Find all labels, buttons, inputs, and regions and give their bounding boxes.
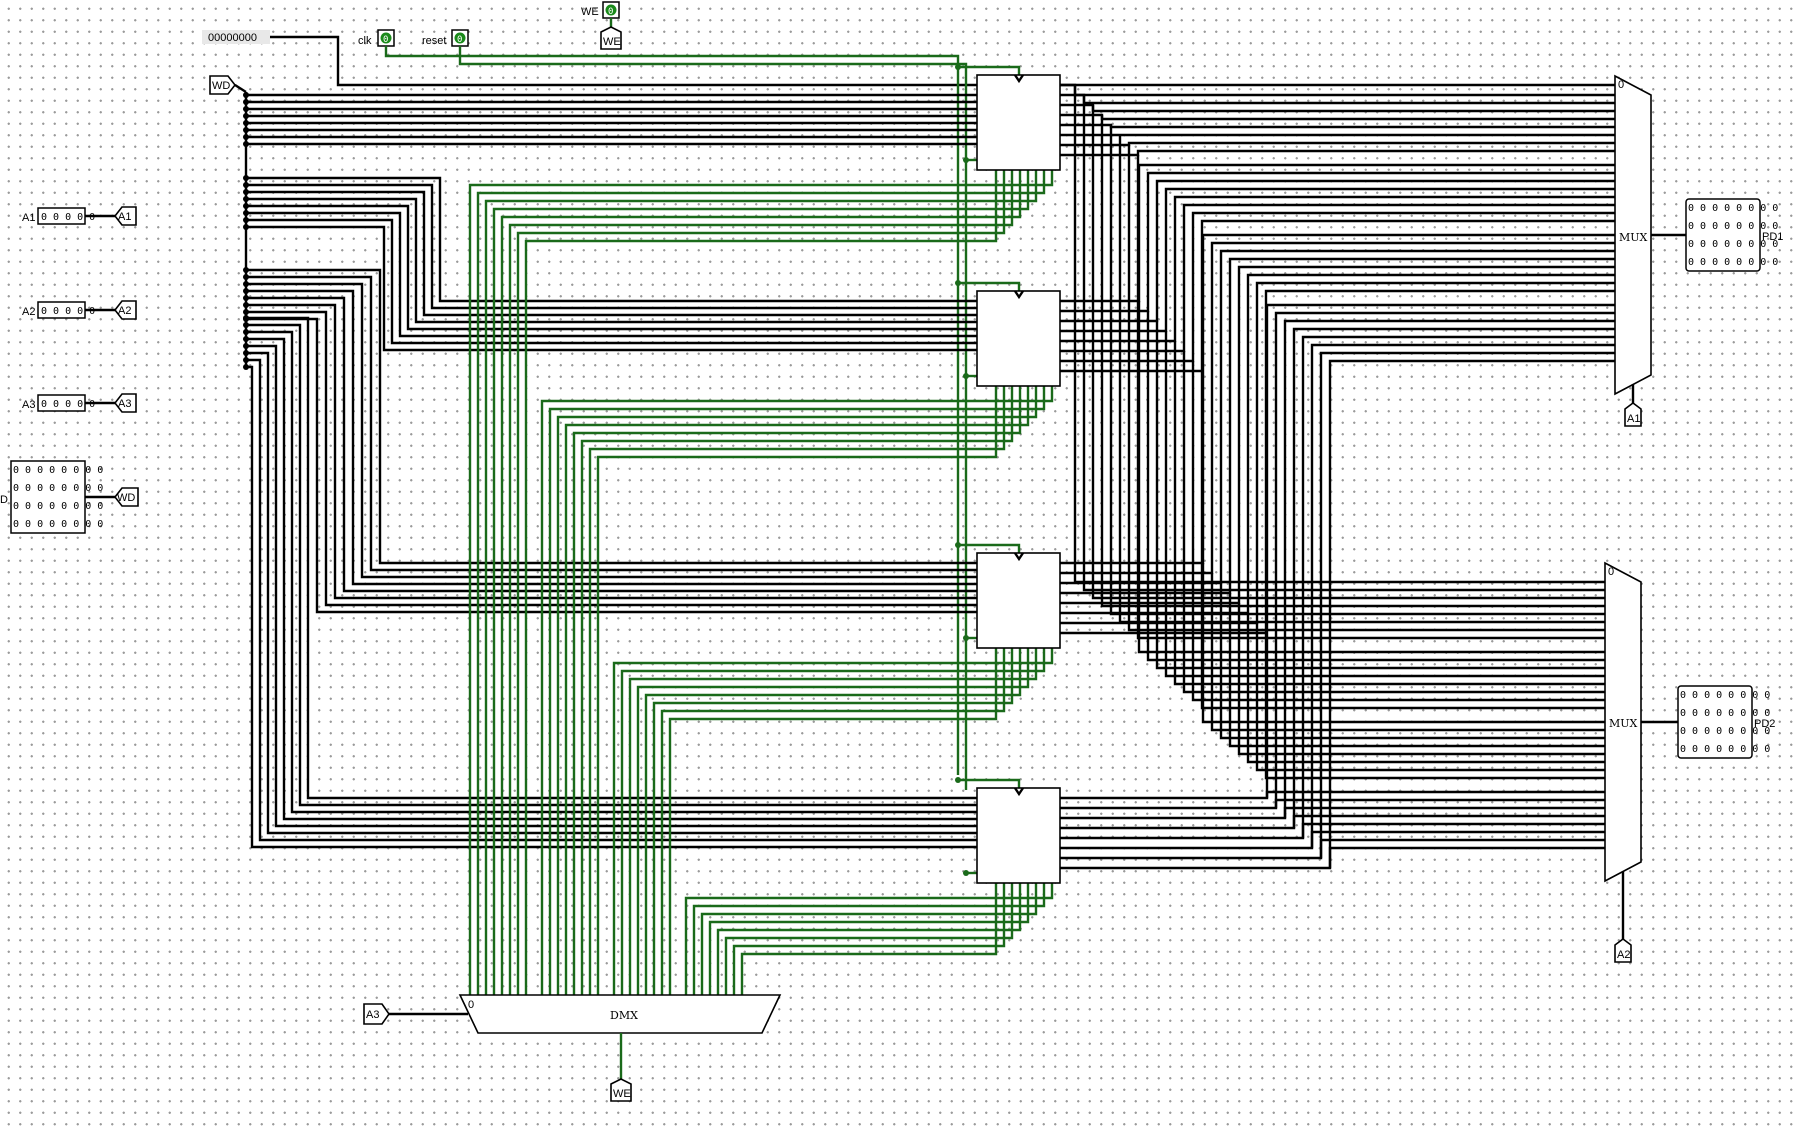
a2-tunnel-mux bbox=[1614, 938, 1632, 963]
clk-label: clk bbox=[358, 35, 372, 47]
svg-text:WD: WD bbox=[117, 492, 135, 504]
svg-text:0 0 0 0 0 0 0 0: 0 0 0 0 0 0 0 0 bbox=[1688, 221, 1778, 232]
svg-text:0: 0 bbox=[1618, 79, 1624, 91]
register-0[interactable] bbox=[976, 74, 1061, 171]
reset-label: reset bbox=[422, 35, 446, 47]
svg-text:A1: A1 bbox=[118, 211, 131, 223]
svg-text:A2: A2 bbox=[118, 305, 131, 317]
a2-label: A2 bbox=[22, 306, 35, 318]
register-2[interactable] bbox=[976, 552, 1061, 649]
svg-text:0 0 0 0 0 0 0 0: 0 0 0 0 0 0 0 0 bbox=[1688, 203, 1778, 214]
pd2-label: PD2 bbox=[1754, 718, 1775, 730]
svg-text:0: 0 bbox=[468, 999, 474, 1011]
d-label: D bbox=[0, 494, 8, 506]
pd2-output bbox=[1677, 685, 1753, 759]
svg-text:A3: A3 bbox=[366, 1009, 379, 1021]
svg-text:0 0 0 0 0 0 0 0: 0 0 0 0 0 0 0 0 bbox=[13, 465, 103, 476]
mux-2[interactable] bbox=[1604, 561, 1642, 883]
svg-text:0 0 0 0 0 0 0 0: 0 0 0 0 0 0 0 0 bbox=[13, 501, 103, 512]
svg-text:0 0 0 0 0 0 0 0: 0 0 0 0 0 0 0 0 bbox=[1680, 708, 1770, 719]
dmx[interactable] bbox=[458, 994, 782, 1034]
svg-text:0 0 0 0 0: 0 0 0 0 0 bbox=[41, 212, 95, 223]
svg-text:0 0 0 0 0 0 0 0: 0 0 0 0 0 0 0 0 bbox=[13, 483, 103, 494]
svg-text:0 0 0 0 0 0 0 0: 0 0 0 0 0 0 0 0 bbox=[1688, 257, 1778, 268]
svg-text:0 0 0 0 0 0 0 0: 0 0 0 0 0 0 0 0 bbox=[1688, 239, 1778, 250]
we-pin-state bbox=[605, 4, 617, 16]
register-2-clock-icon bbox=[1014, 552, 1024, 562]
wire-layer bbox=[243, 35, 1615, 995]
we-tunnel-dmx bbox=[610, 1078, 632, 1102]
pd1-label: PD1 bbox=[1762, 231, 1783, 243]
mux-1[interactable] bbox=[1614, 74, 1652, 396]
svg-text:MUX: MUX bbox=[1609, 717, 1638, 730]
svg-text:0 0 0 0 0 0 0 0: 0 0 0 0 0 0 0 0 bbox=[1680, 726, 1770, 737]
constant-box bbox=[202, 30, 270, 44]
d-input[interactable] bbox=[10, 460, 86, 534]
svg-text:WE: WE bbox=[613, 1088, 631, 1100]
register-3-clock-icon bbox=[1014, 787, 1024, 797]
svg-text:WD: WD bbox=[212, 80, 230, 92]
svg-text:A2: A2 bbox=[1617, 949, 1630, 961]
svg-text:0: 0 bbox=[457, 35, 462, 45]
svg-text:0 0 0 0 0 0 0 0: 0 0 0 0 0 0 0 0 bbox=[1680, 690, 1770, 701]
a3-tunnel-dmx bbox=[363, 1003, 390, 1025]
a3-label: A3 bbox=[22, 399, 35, 411]
svg-text:DMX: DMX bbox=[610, 1009, 638, 1022]
pd1-output bbox=[1685, 198, 1761, 272]
a1-tunnel-mux bbox=[1624, 402, 1642, 427]
reset-pin-state bbox=[454, 32, 466, 44]
clk-pin-state bbox=[380, 32, 392, 44]
we-tunnel-top bbox=[600, 26, 622, 50]
a3-tunnel bbox=[113, 393, 137, 413]
register-3[interactable] bbox=[976, 787, 1061, 884]
a1-label: A1 bbox=[22, 212, 35, 224]
svg-text:0: 0 bbox=[1608, 566, 1614, 578]
svg-text:A1: A1 bbox=[1627, 413, 1640, 425]
svg-text:0 0 0 0 0 0 0 0: 0 0 0 0 0 0 0 0 bbox=[1680, 744, 1770, 755]
register-0-clock-icon bbox=[1014, 74, 1024, 84]
a2-tunnel bbox=[113, 300, 137, 320]
svg-text:0 0 0 0 0: 0 0 0 0 0 bbox=[41, 399, 95, 410]
wd-tunnel-bus bbox=[209, 75, 237, 95]
constant-value: 00000000 bbox=[208, 32, 257, 44]
register-layer bbox=[976, 74, 1061, 884]
svg-text:0 0 0 0 0: 0 0 0 0 0 bbox=[41, 306, 95, 317]
svg-text:A3: A3 bbox=[118, 398, 131, 410]
wd-tunnel-input bbox=[113, 487, 139, 507]
register-1-clock-icon bbox=[1014, 290, 1024, 300]
we-label: WE bbox=[581, 6, 599, 18]
a1-tunnel bbox=[113, 206, 137, 226]
svg-text:MUX: MUX bbox=[1619, 231, 1648, 244]
svg-text:WE: WE bbox=[603, 36, 621, 48]
register-1[interactable] bbox=[976, 290, 1061, 387]
svg-text:0: 0 bbox=[383, 35, 388, 45]
svg-text:0: 0 bbox=[608, 7, 613, 17]
svg-text:0 0 0 0 0 0 0 0: 0 0 0 0 0 0 0 0 bbox=[13, 519, 103, 530]
